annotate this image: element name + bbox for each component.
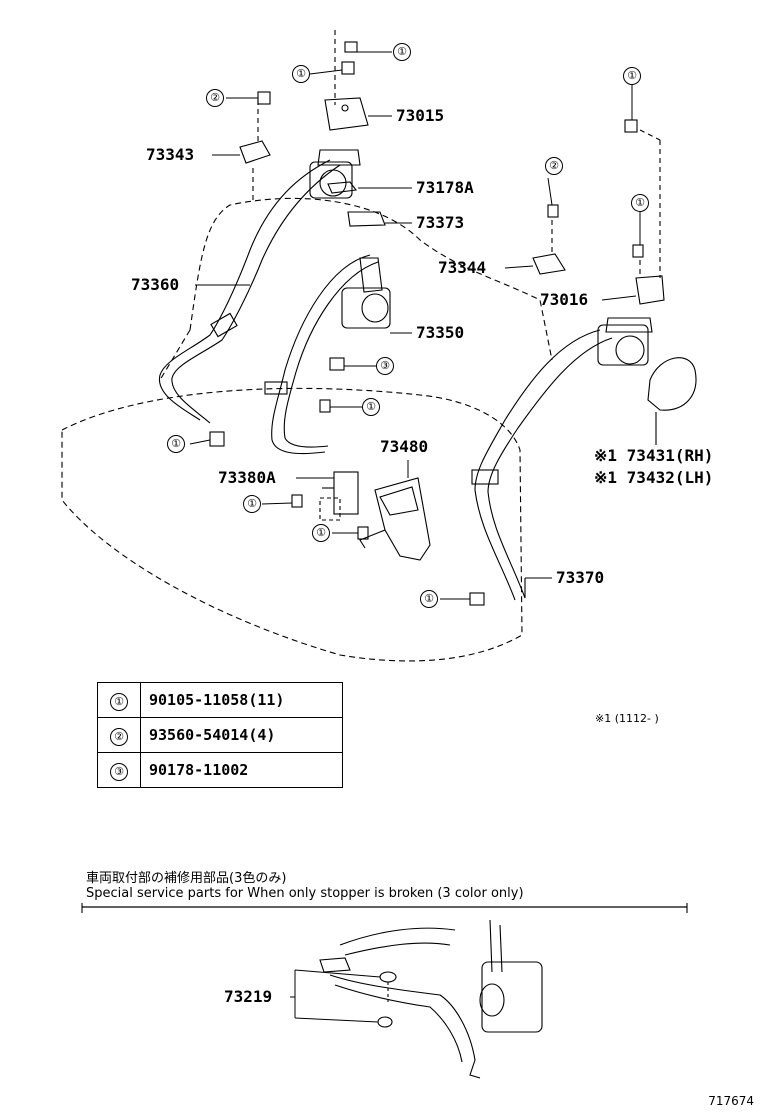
callout-1: ①	[420, 590, 438, 608]
legend-symbol: ③	[110, 762, 128, 781]
label-73016: 73016	[540, 290, 589, 309]
callout-1: ①	[312, 524, 330, 542]
legend-part-number: 93560-54014(4)	[140, 717, 343, 753]
anchor-73343	[239, 140, 271, 164]
belt-center	[271, 254, 371, 455]
bracket-73016	[635, 275, 665, 305]
footnote: ※1 (1112- )	[595, 712, 659, 725]
seat-back-outline	[189, 197, 553, 361]
label-73370: 73370	[556, 568, 605, 587]
label-73343: 73343	[146, 145, 195, 164]
callout-1: ①	[362, 398, 380, 416]
figure-number: 717674	[708, 1094, 754, 1108]
plate-73373	[347, 211, 386, 227]
belt-73370	[474, 329, 601, 601]
bracket-73015	[324, 97, 369, 131]
label-73015: 73015	[396, 106, 445, 125]
stopper-detail-sketch	[319, 919, 543, 1079]
label-73178a: 73178A	[416, 178, 474, 197]
retractor-73350	[341, 287, 391, 329]
callout-2: ②	[545, 157, 563, 175]
legend-row: ③ 90178-11002	[97, 752, 343, 788]
buckle-73380a	[333, 471, 359, 515]
belt-73360	[159, 159, 331, 421]
callout-3: ③	[376, 357, 394, 375]
special-section-title-jp: 車両取付部の補修用部品(3色のみ)	[86, 871, 287, 886]
callout-1: ①	[631, 194, 649, 212]
cover-73431	[647, 357, 697, 411]
label-73219: 73219	[224, 987, 273, 1006]
label-73432-lh: ※1 73432(LH)	[594, 468, 714, 487]
label-73344: 73344	[438, 258, 487, 277]
callout-1: ①	[292, 65, 310, 83]
label-73360: 73360	[131, 275, 180, 294]
label-73373: 73373	[416, 213, 465, 232]
callout-1: ①	[393, 43, 411, 61]
callout-2: ②	[206, 89, 224, 107]
label-73350: 73350	[416, 323, 465, 342]
anchor-73344	[532, 253, 566, 275]
legend-part-number: 90178-11002	[140, 752, 343, 788]
label-73431-rh: ※1 73431(RH)	[594, 446, 714, 465]
fastener-legend-table: ① 90105-11058(11) ② 93560-54014(4) ③ 901…	[97, 682, 343, 788]
leader-lines	[189, 51, 641, 600]
callout-1: ①	[623, 67, 641, 85]
callout-1: ①	[243, 495, 261, 513]
special-section-title-en: Special service parts for When only stop…	[86, 886, 524, 901]
leader-73219	[290, 969, 381, 1023]
label-73380a: 73380A	[218, 468, 276, 487]
callout-1: ①	[167, 435, 185, 453]
legend-symbol: ②	[110, 727, 128, 746]
legend-part-number: 90105-11058(11)	[140, 682, 343, 718]
legend-symbol: ①	[110, 692, 128, 711]
label-73480: 73480	[380, 437, 429, 456]
retractor-left	[309, 161, 353, 199]
bolt-icons	[209, 41, 644, 606]
legend-row: ② 93560-54014(4)	[97, 717, 343, 753]
legend-row: ① 90105-11058(11)	[97, 682, 343, 718]
retractor-right	[597, 324, 649, 366]
seat-cushion-outline	[61, 387, 523, 662]
